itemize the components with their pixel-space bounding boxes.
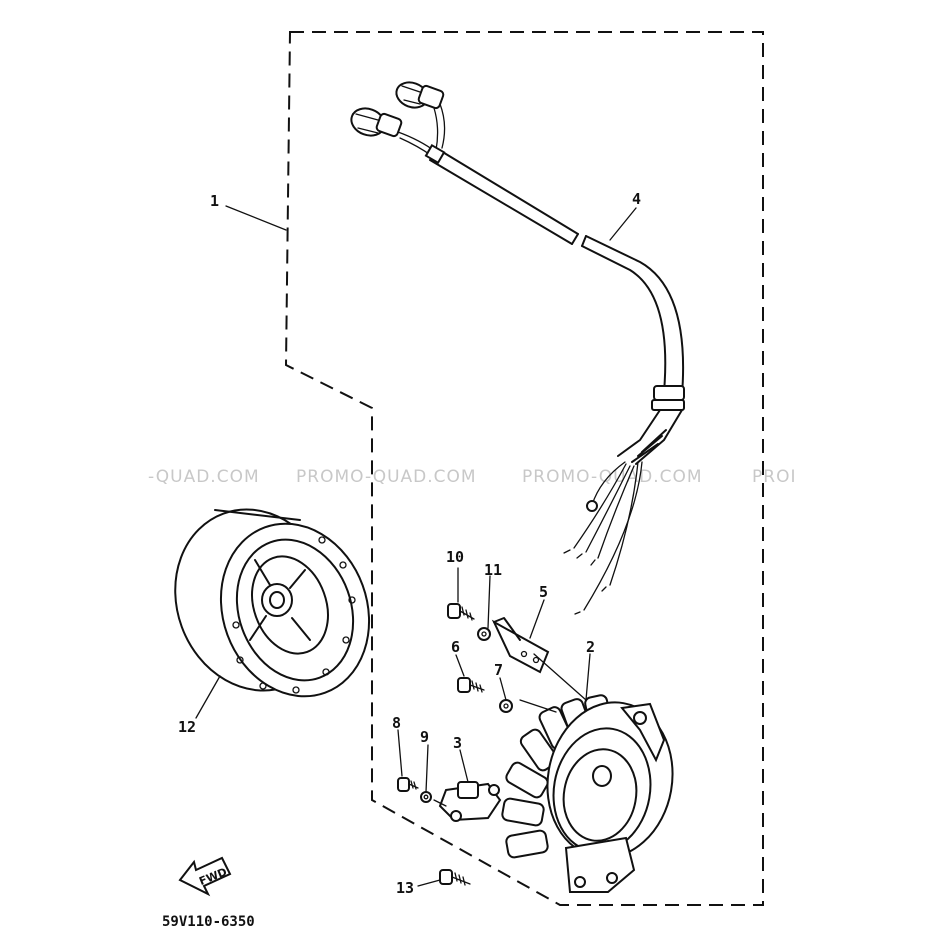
- watermark-text-4: PROI: [752, 467, 796, 487]
- washer-7: [499, 699, 513, 713]
- washer-9: [420, 791, 432, 803]
- watermark-text-3: PROMO-QUAD.COM: [522, 467, 703, 487]
- callout-8: 8: [392, 714, 401, 732]
- screw-6: [457, 677, 485, 693]
- callout-9: 9: [420, 728, 429, 746]
- callout-13: 13: [396, 879, 414, 897]
- callout-12: 12: [178, 718, 196, 736]
- callout-3: 3: [453, 734, 462, 752]
- callout-1: 1: [210, 192, 219, 210]
- wire-harness: [350, 81, 685, 615]
- callout-4: 4: [632, 190, 641, 208]
- stator-assembly: [501, 694, 674, 893]
- callout-10: 10: [446, 548, 464, 566]
- callout-7: 7: [494, 661, 503, 679]
- watermark-text-2: PROMO-QUAD.COM: [296, 467, 477, 487]
- callout-5: 5: [539, 583, 548, 601]
- washer-11: [477, 627, 491, 641]
- rotor-rim-holes: [232, 536, 356, 694]
- assembly-boundary: [284, 31, 764, 906]
- pickup-coil: [438, 781, 502, 822]
- harness-connector-lower: [350, 107, 403, 138]
- screw-10: [447, 603, 475, 621]
- leader-lines: [195, 205, 637, 887]
- wire-clamp-bracket: [491, 617, 550, 674]
- callout-2: 2: [586, 638, 595, 656]
- flywheel-rotor: [174, 508, 371, 698]
- diagram-part-code: 59V110-6350: [162, 914, 255, 930]
- screw-13: [439, 869, 471, 886]
- screw-8: [397, 777, 419, 792]
- watermark: -QUAD.COM PROMO-QUAD.COM PROMO-QUAD.COM …: [148, 467, 796, 487]
- harness-connector-upper: [395, 81, 445, 110]
- forward-direction-arrow: FWD: [178, 856, 232, 897]
- callout-11: 11: [484, 561, 502, 579]
- callout-6: 6: [451, 638, 460, 656]
- watermark-text-1: -QUAD.COM: [148, 467, 260, 487]
- callouts: 1 2 3 4 5 6 7 8 9 10 11 12 13: [178, 190, 641, 897]
